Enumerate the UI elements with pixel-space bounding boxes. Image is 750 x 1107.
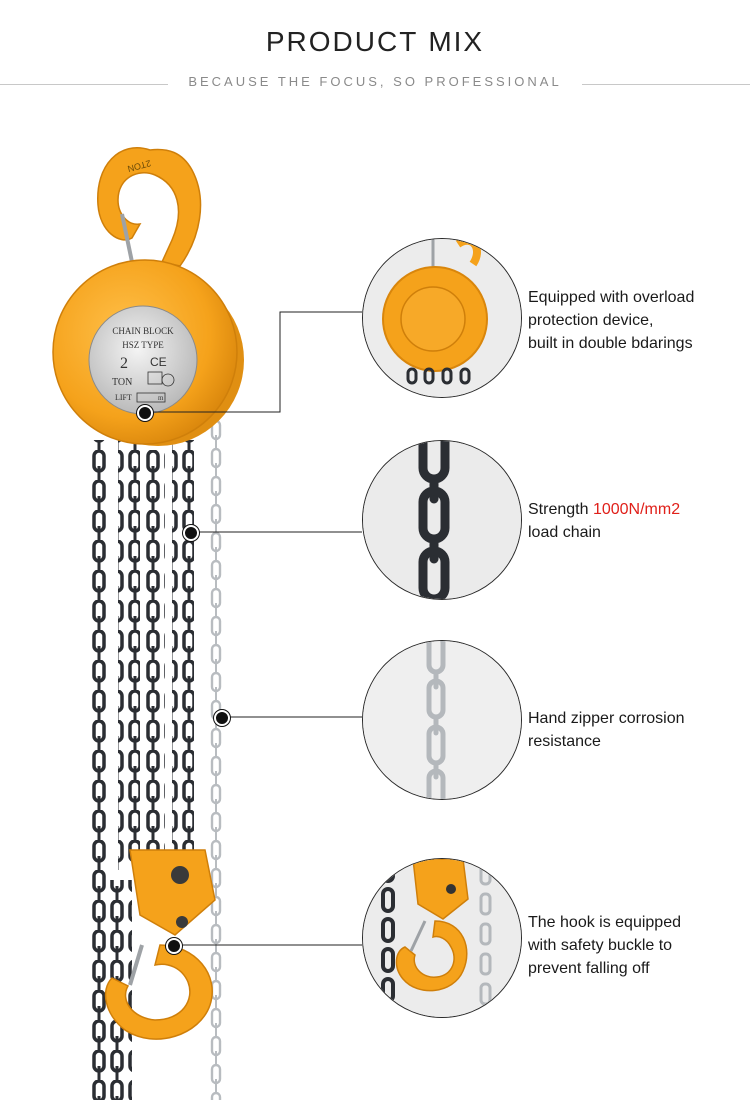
plate-lift-unit: m [158, 394, 164, 402]
feature-3-line-1: Hand zipper corrosion [528, 710, 685, 727]
hand-chain-closeup-icon [362, 640, 522, 800]
hook-closeup-icon [362, 858, 522, 1018]
feature-2-line-1: Strength 1000N/mm2 [528, 498, 680, 521]
feature-load-chain-strength: Strength 1000N/mm2 load chain [528, 498, 680, 544]
subtitle-divider-left [0, 84, 168, 85]
plate-type: HSZ TYPE [122, 340, 164, 350]
plate-capacity: 2 [120, 355, 128, 372]
hoist-body: CHAIN BLOCK HSZ TYPE 2 CE TON LIFT m [52, 259, 244, 446]
load-chain-4 [172, 440, 194, 860]
load-chain-1 [88, 440, 110, 1100]
hand-chain [208, 420, 226, 1100]
hoist-body-closeup-icon [362, 238, 522, 398]
feature-4-line-3: prevent falling off [528, 960, 650, 977]
feature-3-line-2: resistance [528, 733, 601, 750]
title-word-product: PRODUCT [265, 26, 419, 57]
feature-4-line-1: The hook is equipped [528, 914, 681, 931]
bottom-hook-block [104, 849, 216, 1040]
page-title: PRODUCT MIX [0, 26, 750, 58]
feature-hook-safety-buckle: The hook is equipped with safety buckle … [528, 911, 681, 980]
feature-2-line-2: load chain [528, 524, 601, 541]
plate-cert: CE [150, 355, 167, 369]
callout-dot-4 [166, 938, 182, 954]
page-subtitle: BECAUSE THE FOCUS, SO PROFESSIONAL [188, 74, 562, 89]
feature-4-line-2: with safety buckle to [528, 937, 673, 954]
feature-2-highlight: 1000N/mm2 [592, 501, 681, 518]
load-chain-2 [118, 440, 140, 870]
feature-1-line-2: protection device, [528, 312, 654, 329]
plate-brand: CHAIN BLOCK [112, 326, 174, 336]
feature-1-line-3: built in double bdarings [528, 335, 693, 352]
feature-2-prefix: Strength [528, 501, 593, 518]
top-hook [97, 147, 202, 267]
title-word-mix: MIX [428, 26, 485, 57]
plate-unit: TON [112, 377, 132, 388]
callout-dot-2 [183, 525, 199, 541]
subtitle-row: BECAUSE THE FOCUS, SO PROFESSIONAL [0, 74, 750, 94]
feature-overload-protection: Equipped with overload protection device… [528, 286, 694, 355]
subtitle-divider-right [582, 84, 750, 85]
plate-lift: LIFT [115, 393, 132, 402]
load-chain-closeup-icon [362, 440, 522, 600]
load-chain-3 [143, 450, 165, 850]
feature-hand-chain-corrosion: Hand zipper corrosion resistance [528, 707, 685, 753]
feature-1-line-1: Equipped with overload [528, 289, 695, 306]
connector-line-1 [144, 311, 362, 413]
callout-dot-3 [214, 710, 230, 726]
callout-dot-1 [137, 405, 153, 421]
